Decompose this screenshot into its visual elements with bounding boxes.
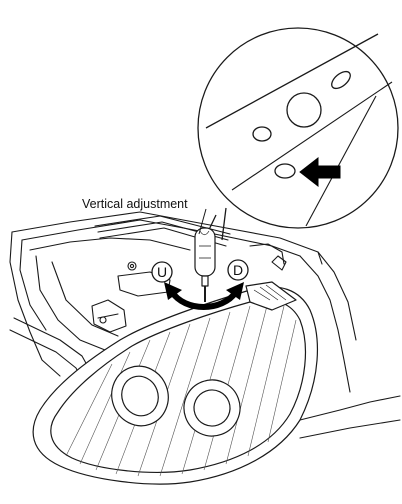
vertical-adjustment-label: Vertical adjustment — [82, 197, 188, 211]
direction-up-label: U — [157, 264, 167, 280]
direction-down-marker: D — [227, 259, 249, 281]
screwdriver-icon — [194, 227, 216, 302]
direction-up-marker: U — [151, 261, 173, 283]
black-arrow-icon — [299, 156, 341, 188]
vertical-adjuster-hole — [274, 163, 296, 179]
headlamp-assembly — [32, 281, 318, 485]
rotation-arrow-icon — [164, 282, 244, 310]
adjuster-slot — [331, 70, 351, 90]
callout-leader-line — [198, 208, 207, 235]
adjuster-hole-large — [286, 92, 322, 128]
vehicle-body-lines — [9, 211, 401, 439]
direction-down-label: D — [233, 262, 243, 278]
adjuster-hole-small — [252, 126, 272, 142]
zoom-detail-circle — [197, 27, 399, 241]
